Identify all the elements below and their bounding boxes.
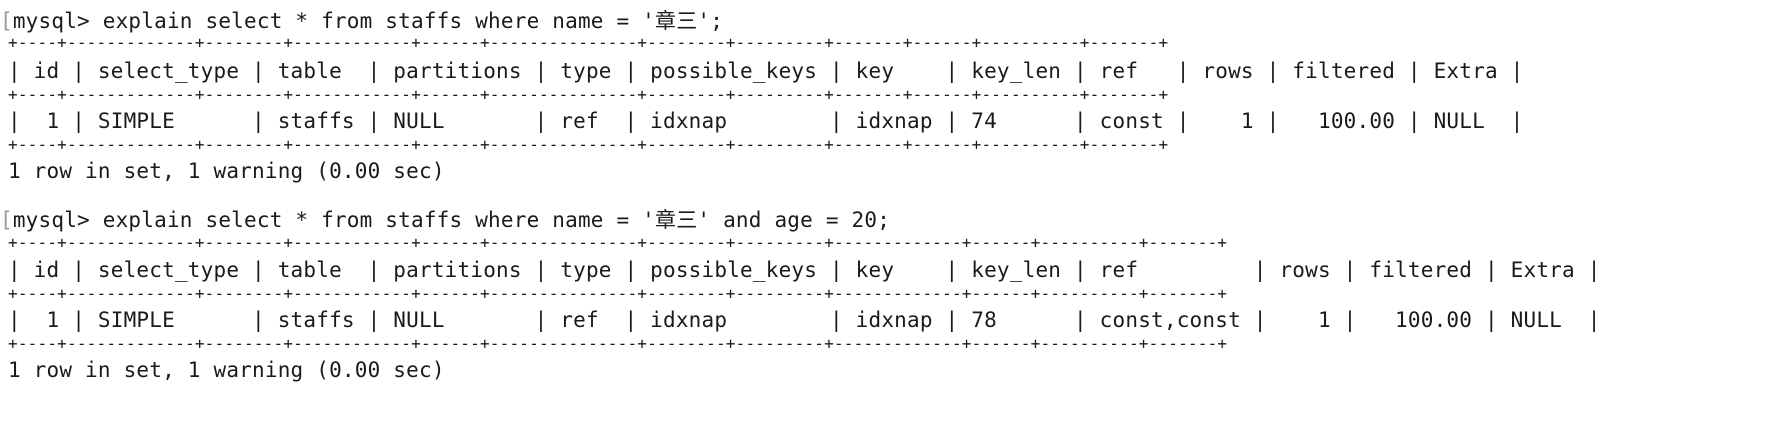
table-border-top: +----+-------------+--------+-----------…	[8, 33, 1169, 52]
table-border-middle: +----+-------------+--------+-----------…	[8, 284, 1228, 303]
mysql-prompt: mysql>	[12, 208, 90, 232]
table-border-bottom: +----+-------------+--------+-----------…	[8, 135, 1169, 154]
result-status: 1 row in set, 1 warning (0.00 sec)	[8, 358, 445, 382]
command-line[interactable]: [mysql> explain select * from staffs whe…	[0, 7, 723, 35]
result-status: 1 row in set, 1 warning (0.00 sec)	[8, 159, 445, 183]
sql-command: explain select * from staffs where name …	[102, 9, 724, 33]
command-line[interactable]: [mysql> explain select * from staffs whe…	[0, 206, 890, 234]
sql-command: explain select * from staffs where name …	[102, 208, 891, 232]
table-row: | 1 | SIMPLE | staffs | NULL | ref | idx…	[8, 308, 1601, 332]
table-border-top: +----+-------------+--------+-----------…	[8, 233, 1228, 252]
table-border-bottom: +----+-------------+--------+-----------…	[8, 334, 1228, 353]
mysql-prompt: mysql>	[12, 9, 90, 33]
prompt-bracket: [	[0, 208, 13, 232]
table-border-middle: +----+-------------+--------+-----------…	[8, 85, 1169, 104]
table-header-row: | id | select_type | table | partitions …	[8, 258, 1601, 282]
prompt-bracket: [	[0, 9, 13, 33]
table-row: | 1 | SIMPLE | staffs | NULL | ref | idx…	[8, 109, 1524, 133]
table-header-row: | id | select_type | table | partitions …	[8, 59, 1524, 83]
